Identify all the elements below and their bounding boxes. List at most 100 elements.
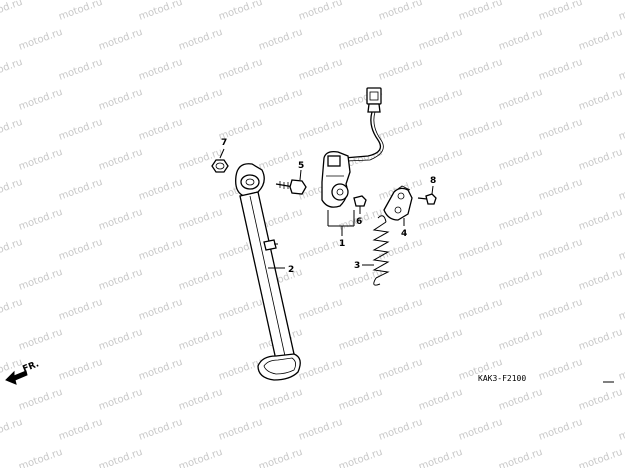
watermark-text: motod.ru — [497, 147, 544, 173]
watermark-text: motod.ru — [577, 207, 624, 233]
watermark-text: motod.ru — [537, 237, 584, 263]
watermark-text: motod.ru — [537, 117, 584, 143]
watermark-text: motod.ru — [377, 0, 424, 23]
watermark-text: motod.ru — [177, 267, 224, 293]
watermark-text: motod.ru — [377, 417, 424, 443]
watermark-text: motod.ru — [377, 57, 424, 83]
watermark-text: motod.ru — [617, 297, 625, 323]
watermark-text: motod.ru — [57, 297, 104, 323]
watermark-text: motod.ru — [177, 387, 224, 413]
watermark-text: motod.ru — [97, 327, 144, 353]
part-7-nut — [211, 148, 229, 173]
watermark-text: motod.ru — [577, 147, 624, 173]
watermark-text: motod.ru — [617, 57, 625, 83]
watermark-text: motod.ru — [137, 417, 184, 443]
watermark-text: motod.ru — [137, 117, 184, 143]
watermark-text: motod.ru — [57, 237, 104, 263]
watermark-text: motod.ru — [417, 327, 464, 353]
watermark-text: motod.ru — [137, 0, 184, 23]
watermark-text: motod.ru — [577, 387, 624, 413]
watermark-text: motod.ru — [137, 57, 184, 83]
watermark-text: motod.ru — [457, 297, 504, 323]
watermark-text: motod.ru — [537, 0, 584, 23]
watermark-text: motod.ru — [17, 27, 64, 53]
watermark-text: motod.ru — [297, 0, 344, 23]
watermark-text: motod.ru — [257, 447, 304, 468]
watermark-text: motod.ru — [137, 177, 184, 203]
watermark-text: motod.ru — [177, 327, 224, 353]
watermark-text: motod.ru — [57, 417, 104, 443]
callout-7: 7 — [221, 138, 227, 148]
watermark-text: motod.ru — [417, 27, 464, 53]
watermark-text: motod.ru — [297, 117, 344, 143]
watermark-text: motod.ru — [497, 87, 544, 113]
part-1-side-stand-switch — [321, 87, 384, 236]
watermark-text: motod.ru — [137, 357, 184, 383]
watermark-text: motod.ru — [377, 237, 424, 263]
watermark-text: motod.ru — [537, 297, 584, 323]
watermark-text: motod.ru — [97, 147, 144, 173]
watermark-text: motod.ru — [417, 87, 464, 113]
callout-4: 4 — [401, 229, 407, 239]
watermark-text: motod.ru — [297, 237, 344, 263]
watermark-text: motod.ru — [497, 267, 544, 293]
watermark-text: motod.ru — [577, 267, 624, 293]
watermark-text: motod.ru — [57, 57, 104, 83]
watermark-text: motod.ru — [0, 237, 24, 263]
watermark-text: motod.ru — [577, 447, 624, 468]
part-2-side-stand — [235, 163, 301, 381]
watermark-text: motod.ru — [257, 87, 304, 113]
watermark-text: motod.ru — [457, 117, 504, 143]
watermark-text: motod.ru — [217, 0, 264, 23]
watermark-text: motod.ru — [57, 0, 104, 23]
callout-6: 6 — [356, 217, 362, 227]
watermark-text: motod.ru — [497, 447, 544, 468]
watermark-text: motod.ru — [577, 87, 624, 113]
watermark-text: motod.ru — [497, 207, 544, 233]
watermark-text: motod.ru — [57, 177, 104, 203]
watermark-text: motod.ru — [257, 387, 304, 413]
watermark-text: motod.ru — [0, 297, 24, 323]
watermark-text: motod.ru — [497, 27, 544, 53]
part-4-arm-plate — [383, 185, 413, 226]
watermark-text: motod.ru — [17, 147, 64, 173]
watermark-text: motod.ru — [17, 387, 64, 413]
watermark-text: motod.ru — [457, 237, 504, 263]
watermark-text: motod.ru — [17, 87, 64, 113]
watermark-text: motod.ru — [377, 117, 424, 143]
watermark-text: motod.ru — [217, 297, 264, 323]
watermark-text: motod.ru — [297, 57, 344, 83]
watermark-text: motod.ru — [577, 27, 624, 53]
watermark-text: motod.ru — [0, 117, 24, 143]
watermark-text: motod.ru — [257, 27, 304, 53]
part-3-spring — [362, 215, 390, 286]
part-6-bolt — [353, 195, 367, 214]
callout-8: 8 — [430, 176, 436, 186]
arrow-left-icon — [5, 370, 28, 385]
watermark-text: motod.ru — [177, 447, 224, 468]
watermark-text: motod.ru — [297, 417, 344, 443]
watermark-text: motod.ru — [337, 27, 384, 53]
watermark-text: motod.ru — [0, 0, 24, 23]
watermark-text: motod.ru — [337, 387, 384, 413]
watermark-text: motod.ru — [457, 177, 504, 203]
watermark-text: motod.ru — [97, 387, 144, 413]
watermark-text: motod.ru — [377, 297, 424, 323]
watermark-text: motod.ru — [497, 327, 544, 353]
watermark-text: motod.ru — [617, 177, 625, 203]
callout-5: 5 — [298, 161, 304, 171]
watermark-text: motod.ru — [577, 327, 624, 353]
watermark-text: motod.ru — [617, 117, 625, 143]
watermark-text: motod.ru — [617, 417, 625, 443]
watermark-text: motod.ru — [417, 147, 464, 173]
watermark-text: motod.ru — [217, 357, 264, 383]
watermark-text: motod.ru — [17, 447, 64, 468]
fr-label: FR. — [21, 359, 40, 375]
watermark-text: motod.ru — [17, 327, 64, 353]
watermark-text: motod.ru — [97, 87, 144, 113]
watermark-text: motod.ru — [457, 417, 504, 443]
watermark-text: motod.ru — [537, 357, 584, 383]
watermark-text: motod.ru — [337, 327, 384, 353]
